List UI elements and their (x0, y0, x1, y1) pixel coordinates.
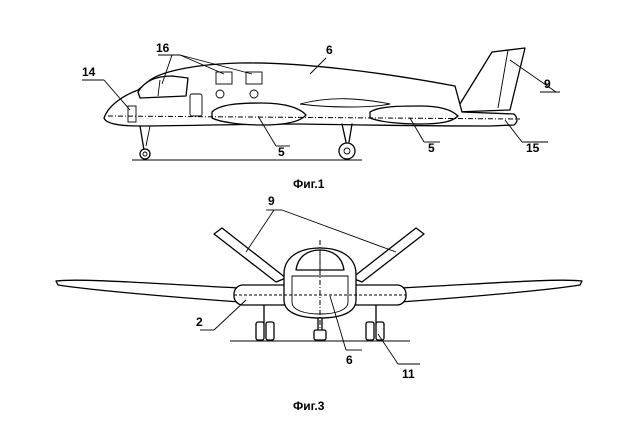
fig3-main-gear-left (255, 304, 275, 341)
fig1-engine-rear (369, 105, 459, 125)
fig3-caption: Фиг.3 (293, 399, 325, 413)
fig3-engine-left (233, 284, 293, 306)
fig3-label-2: 2 (196, 315, 203, 329)
fig1-canopy-frame (157, 79, 161, 97)
fig1-window-b (245, 71, 263, 85)
fig1-window-a (215, 71, 233, 85)
fig3-wing-right (399, 279, 583, 303)
fig1-porthole-b (249, 89, 259, 99)
fig1-caption: Фиг.1 (293, 177, 325, 191)
fig3-leader-lines (200, 209, 420, 365)
fig3-fin-right (351, 227, 425, 283)
fig1-label-15: 15 (526, 141, 540, 155)
fig1-tail-fin (454, 47, 526, 113)
fig1-fin-hinge-line (497, 49, 509, 109)
fig3-fin-left (213, 227, 287, 283)
fig1-main-gear (338, 123, 356, 160)
fig3-label-6: 6 (346, 353, 353, 367)
fig3-label-9: 9 (268, 194, 275, 208)
fig3-nose-gear (313, 317, 327, 341)
fig1-porthole-a (215, 89, 225, 99)
fig1-wing-root (299, 98, 391, 108)
fig1-centerline (107, 115, 521, 120)
fig3-wing-left (55, 279, 241, 303)
fig1-door (189, 93, 203, 117)
fig3-front-view: 9 2 6 11 Фиг.3 (55, 194, 583, 413)
fig1-label-16: 16 (156, 41, 170, 55)
fig1-label-9: 9 (544, 77, 551, 91)
fig1-label-6: 6 (326, 43, 333, 57)
fig1-label-5-front: 5 (278, 145, 285, 159)
fig1-label-5-rear: 5 (428, 141, 435, 155)
fig1-nose-gear (139, 125, 151, 160)
fig1-canopy (137, 75, 189, 99)
fig1-label-14: 14 (82, 65, 96, 79)
fig3-label-11: 11 (402, 367, 415, 381)
fig1-nose-sensor (127, 105, 137, 123)
fig1-engine-front (211, 102, 307, 126)
fig1-leader-lines (82, 54, 560, 147)
fig1-side-view: 16 6 14 9 5 5 15 Фиг.1 (82, 41, 560, 191)
fig3-main-gear-right (365, 304, 385, 341)
